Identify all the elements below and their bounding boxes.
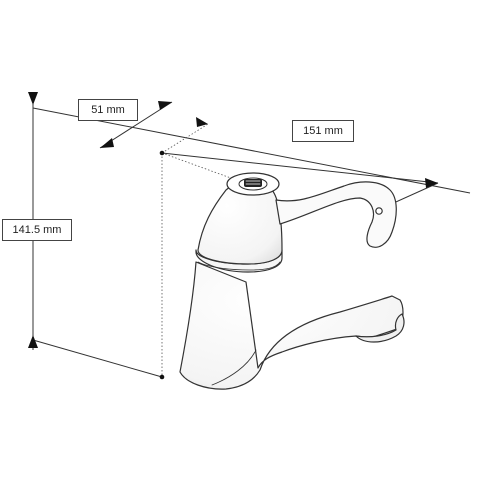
width-dimension-label: 51 mm [78,99,138,121]
arrow-height-top [28,92,38,105]
faucet-illustration [179,172,405,390]
bottom-reference-line [32,339,163,378]
spout-outlet [355,313,405,343]
reference-points [159,150,165,380]
arrowheads [28,92,438,348]
lever-arm [275,181,397,248]
faucet-body [179,261,404,390]
arrow-height-bottom [28,335,38,348]
body-contour [211,349,257,386]
height-dimension-label: 141.5 mm [2,219,72,241]
depth-dimension-line [161,152,439,184]
arrow-depth-right [425,178,438,188]
arrow-width-left [100,138,114,148]
collar-band [197,261,281,271]
arrow-width-right [158,101,172,110]
lever-hole [375,207,383,215]
depth-dimension-label: 151 mm [292,120,354,142]
arrow-depth-left [196,117,208,127]
